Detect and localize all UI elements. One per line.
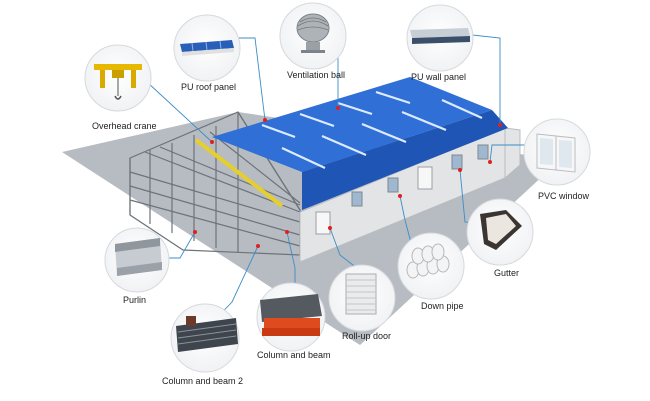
gable-wall — [504, 127, 521, 180]
pvc-window-bubble — [523, 118, 591, 186]
crane-runway-beam — [194, 138, 284, 208]
label-ventilation-ball: Ventilation ball — [287, 70, 346, 80]
label-column-and-beam: Column and beam — [257, 350, 331, 360]
label-purlin: Purlin — [123, 295, 147, 305]
ventilation-ball-bubble — [279, 2, 347, 70]
label-column-and-beam-2: Column and beam 2 — [162, 376, 244, 386]
down-pipe-bubble — [397, 232, 465, 300]
label-pvc-window: PVC window — [538, 191, 590, 201]
down-pipe-icon — [406, 243, 450, 279]
overhead-crane-icon — [94, 64, 142, 100]
pu-wall-panel-bubble — [406, 4, 474, 72]
roll-up-door-icon — [345, 273, 377, 315]
label-pu-roof-panel: PU roof panel — [181, 82, 237, 92]
pvc-window-icon — [536, 133, 576, 173]
label-pu-wall-panel: PU wall panel — [411, 72, 467, 82]
purlin-icon — [115, 238, 162, 276]
column-and-beam-bubble — [256, 282, 326, 352]
overhead-crane-bubble — [84, 44, 152, 112]
label-roll-up-door: Roll-up door — [342, 331, 392, 341]
pu-wall-panel-icon — [410, 28, 470, 44]
column-and-beam-2-icon — [176, 316, 238, 352]
roof-front-slope — [302, 110, 508, 210]
gutter-bubble — [466, 198, 534, 266]
column-and-beam-2-bubble — [170, 303, 240, 373]
pu-roof-panel-icon — [180, 40, 234, 56]
gutter-icon — [480, 210, 522, 250]
ventilation-ball-icon — [296, 13, 330, 53]
purlin-bubble — [104, 227, 170, 293]
pu-roof-panel-bubble — [173, 14, 241, 82]
roll-up-door-bubble — [328, 264, 396, 332]
wall-openings — [315, 144, 489, 235]
label-gutter: Gutter — [494, 268, 520, 278]
callout-markers — [193, 106, 502, 248]
roof-skylights — [261, 90, 483, 169]
column-and-beam-icon — [260, 294, 322, 336]
label-overhead-crane: Overhead crane — [92, 121, 157, 131]
label-down-pipe: Down pipe — [421, 301, 464, 311]
steel-frame — [129, 111, 301, 256]
